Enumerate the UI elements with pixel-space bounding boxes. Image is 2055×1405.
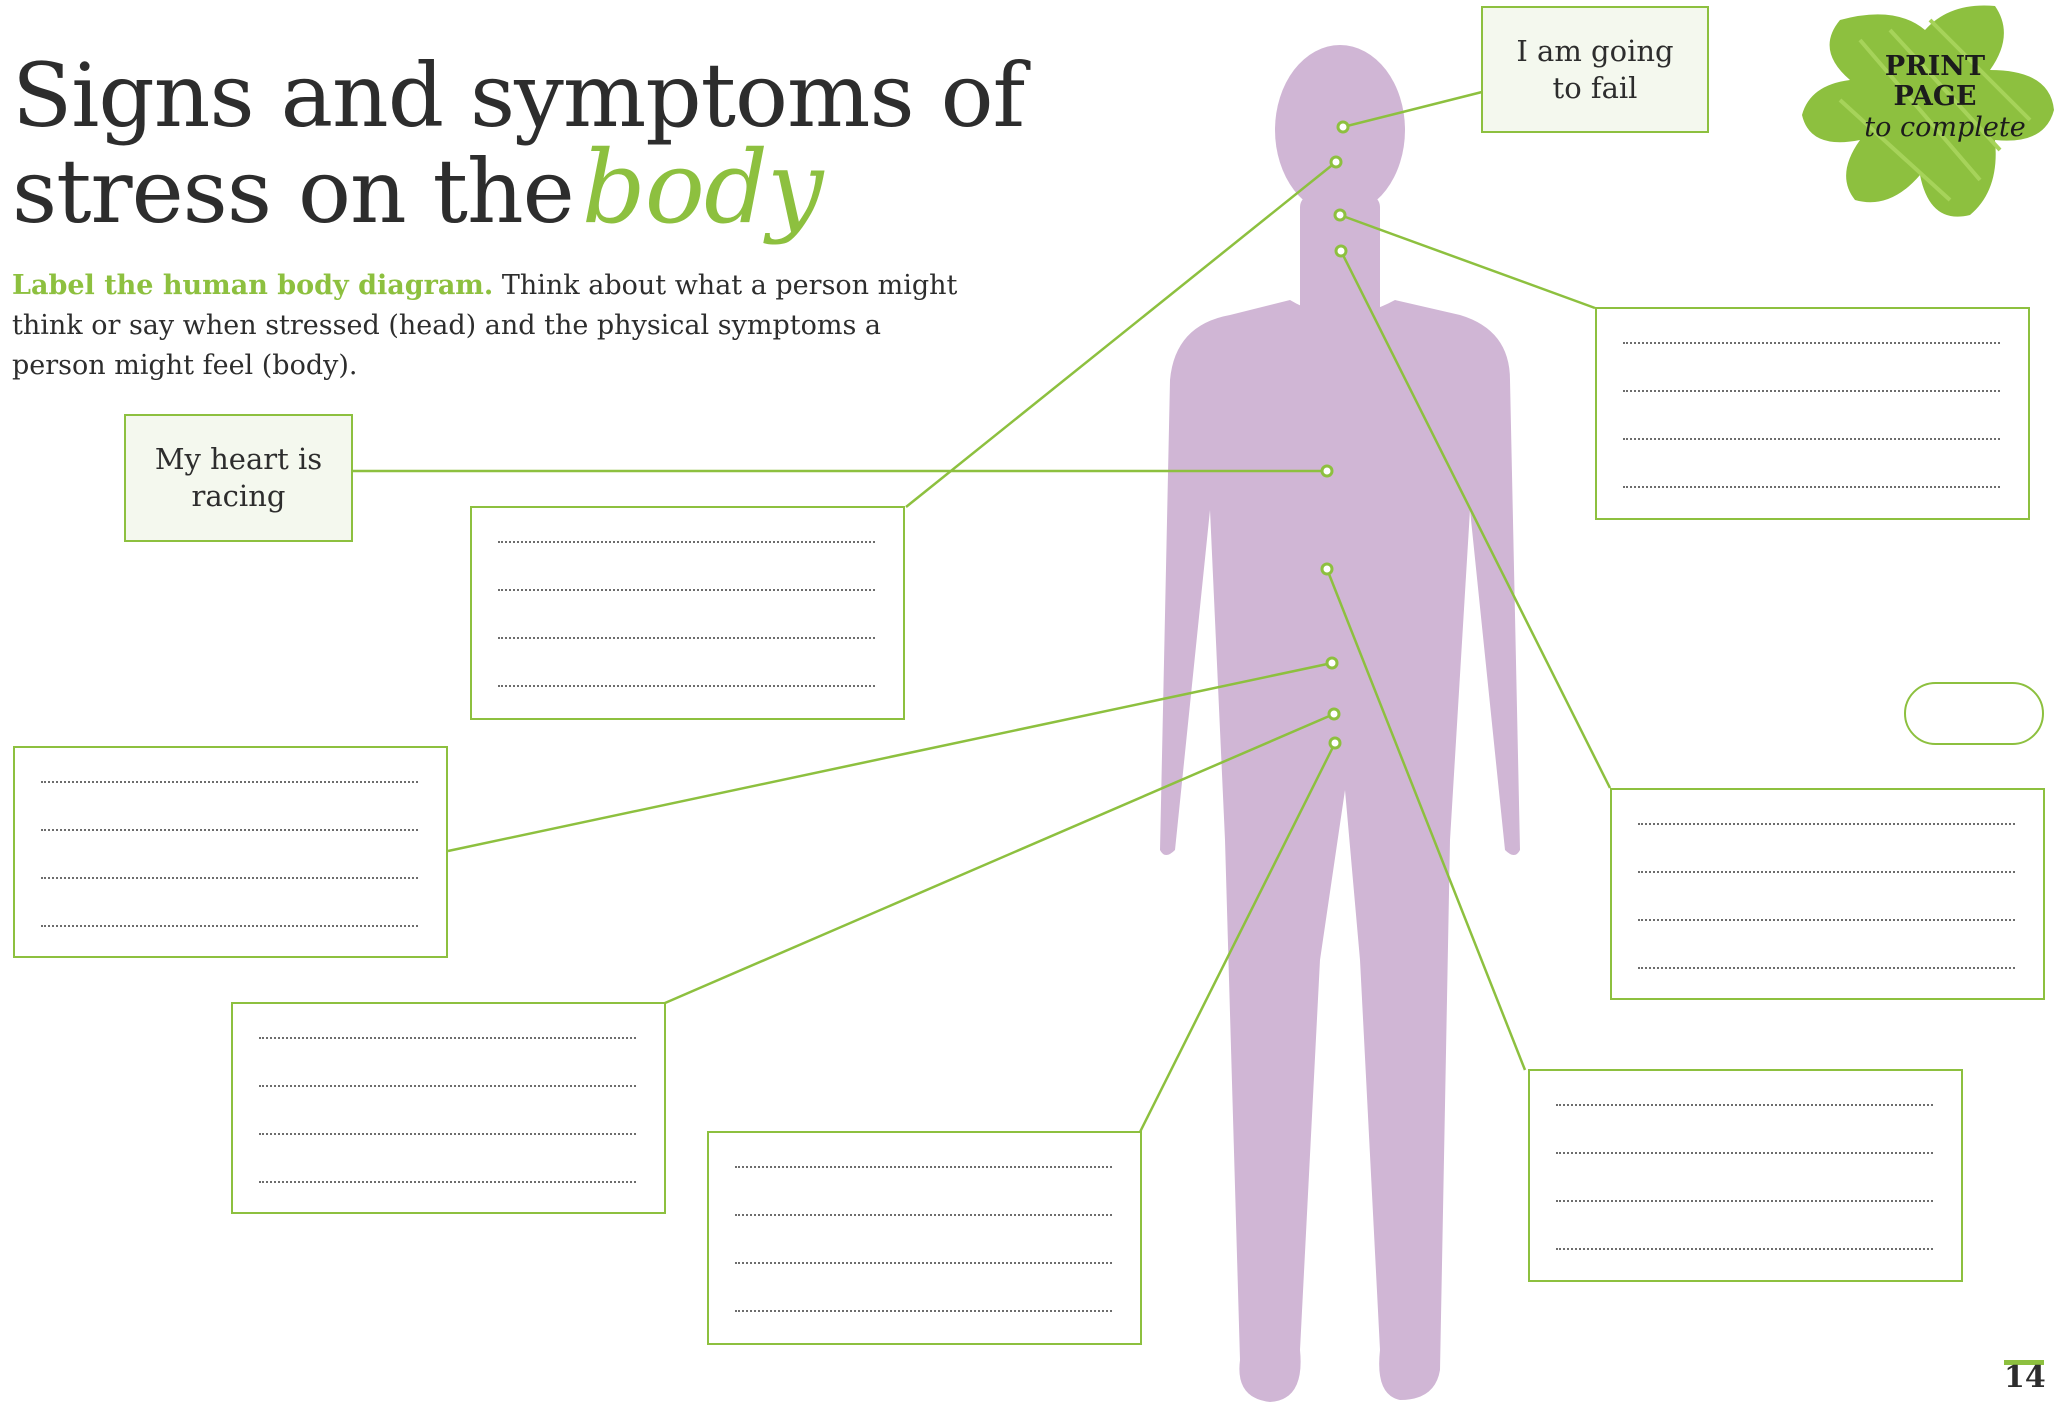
writing-line[interactable] <box>41 829 418 831</box>
writing-line[interactable] <box>1623 486 2000 488</box>
writing-line[interactable] <box>1623 390 2000 392</box>
instructions-lead: Label the human body diagram. <box>12 270 493 301</box>
page-title: Signs and symptoms of stress on thebody <box>12 50 1024 238</box>
writing-line[interactable] <box>1556 1248 1933 1250</box>
title-line-1: Signs and symptoms of <box>12 44 1024 147</box>
writing-line[interactable] <box>1638 967 2015 969</box>
answer-box-center-left[interactable] <box>470 506 905 720</box>
blank-pill-label[interactable] <box>1904 682 2044 745</box>
answer-box-upper-right[interactable] <box>1595 307 2030 520</box>
writing-line[interactable] <box>498 637 875 639</box>
writing-line[interactable] <box>41 877 418 879</box>
badge-line-1: PRINT <box>1885 51 1985 82</box>
writing-line[interactable] <box>735 1166 1112 1168</box>
writing-line[interactable] <box>41 925 418 927</box>
writing-line[interactable] <box>259 1181 636 1183</box>
writing-line[interactable] <box>1623 438 2000 440</box>
answer-box-left[interactable] <box>13 746 448 958</box>
label-heart: My heart is racing <box>124 414 353 542</box>
badge-print-page: PRINT PAGE <box>1860 52 2010 112</box>
writing-line[interactable] <box>1556 1152 1933 1154</box>
writing-line[interactable] <box>498 685 875 687</box>
writing-line[interactable] <box>498 541 875 543</box>
writing-line[interactable] <box>735 1310 1112 1312</box>
badge-to-complete: to complete <box>1855 112 2035 143</box>
writing-line[interactable] <box>259 1133 636 1135</box>
writing-line[interactable] <box>1623 342 2000 344</box>
answer-box-bottom-center[interactable] <box>707 1131 1142 1345</box>
writing-line[interactable] <box>1638 823 2015 825</box>
writing-line[interactable] <box>498 589 875 591</box>
writing-line[interactable] <box>259 1085 636 1087</box>
writing-line[interactable] <box>1638 871 2015 873</box>
writing-line[interactable] <box>1638 919 2015 921</box>
writing-line[interactable] <box>1556 1200 1933 1202</box>
label-head-thought: I am going to fail <box>1481 6 1709 133</box>
answer-box-lower-right[interactable] <box>1528 1069 1963 1282</box>
writing-line[interactable] <box>259 1037 636 1039</box>
writing-line[interactable] <box>735 1214 1112 1216</box>
writing-line[interactable] <box>41 781 418 783</box>
title-script-word: body <box>582 129 823 246</box>
answer-box-right-middle[interactable] <box>1610 788 2045 1000</box>
title-line-2: stress on the <box>12 140 574 243</box>
badge-line-2: PAGE <box>1894 81 1977 112</box>
writing-line[interactable] <box>735 1262 1112 1264</box>
page-number: 14 <box>2004 1360 2046 1395</box>
instructions: Label the human body diagram. Think abou… <box>12 266 972 386</box>
answer-box-lower-left[interactable] <box>231 1002 666 1214</box>
writing-line[interactable] <box>1556 1104 1933 1106</box>
